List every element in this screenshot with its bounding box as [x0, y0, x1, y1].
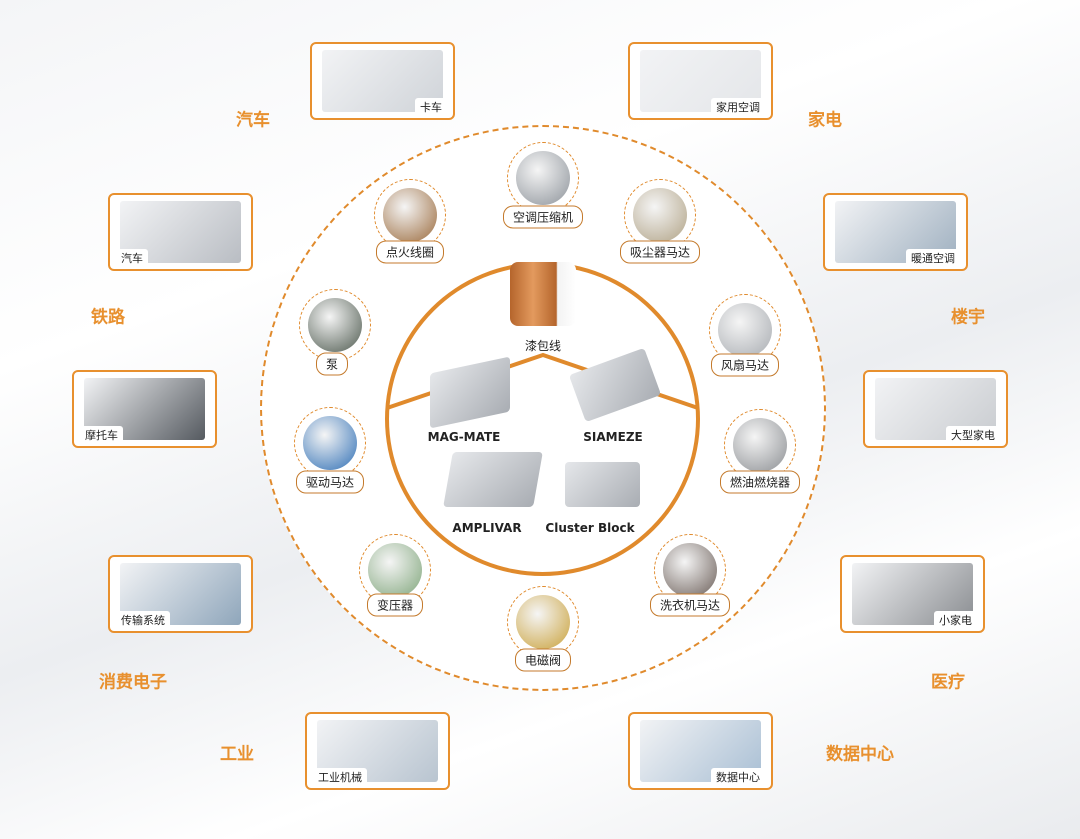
application-image	[383, 188, 437, 242]
application-image	[516, 595, 570, 649]
enamel-wire-spool-image	[510, 262, 576, 326]
card-label: 摩托车	[80, 426, 123, 444]
application-node	[374, 179, 446, 251]
card-label: 小家电	[934, 611, 977, 629]
card-label: 工业机械	[313, 768, 367, 786]
application-card: 工业机械	[305, 712, 450, 790]
category-label: 家电	[808, 110, 842, 131]
application-card: 传输系统	[108, 555, 253, 633]
product-label: Cluster Block	[545, 521, 635, 535]
application-label: 电磁阀	[514, 648, 572, 672]
category-label: 消费电子	[99, 672, 167, 693]
category-label: 汽车	[236, 110, 270, 131]
product-label: AMPLIVAR	[452, 521, 522, 535]
application-node	[624, 179, 696, 251]
category-label: 楼宇	[951, 307, 985, 328]
application-label: 洗衣机马达	[649, 593, 731, 617]
category-label: 工业	[220, 744, 254, 765]
application-image	[733, 418, 787, 472]
application-node	[299, 289, 371, 361]
application-label: 泵	[315, 352, 349, 376]
application-label: 变压器	[366, 593, 424, 617]
application-image	[308, 298, 362, 352]
product-label: SIAMEZE	[583, 430, 643, 444]
card-label: 数据中心	[711, 768, 765, 786]
application-node	[507, 586, 579, 658]
card-label: 大型家电	[946, 426, 1000, 444]
application-image	[303, 416, 357, 470]
card-label: 暖通空调	[906, 249, 960, 267]
application-node	[724, 409, 796, 481]
product-label: MAG-MATE	[427, 430, 501, 444]
application-node	[507, 142, 579, 214]
application-card: 汽车	[108, 193, 253, 271]
application-card: 小家电	[840, 555, 985, 633]
category-label: 数据中心	[826, 744, 894, 765]
application-card: 数据中心	[628, 712, 773, 790]
application-label: 空调压缩机	[502, 205, 584, 229]
application-image	[633, 188, 687, 242]
enamel-wire-label: 漆包线	[524, 339, 562, 353]
application-image	[368, 543, 422, 597]
application-card: 卡车	[310, 42, 455, 120]
application-card: 暖通空调	[823, 193, 968, 271]
application-label: 风扇马达	[710, 353, 780, 377]
application-image	[663, 543, 717, 597]
application-image	[516, 151, 570, 205]
application-card: 摩托车	[72, 370, 217, 448]
application-label: 驱动马达	[295, 470, 365, 494]
application-image	[718, 303, 772, 357]
application-node	[294, 407, 366, 479]
application-label: 点火线圈	[375, 240, 445, 264]
application-label: 吸尘器马达	[619, 240, 701, 264]
card-label: 家用空调	[711, 98, 765, 116]
card-label: 汽车	[116, 249, 148, 267]
application-card: 家用空调	[628, 42, 773, 120]
card-label: 卡车	[415, 98, 447, 116]
category-label: 医疗	[931, 672, 965, 693]
card-label: 传输系统	[116, 611, 170, 629]
cluster-block-image	[565, 462, 640, 507]
application-label: 燃油燃烧器	[719, 470, 801, 494]
category-label: 铁路	[91, 307, 125, 328]
amplivar-image	[443, 452, 543, 507]
application-card: 大型家电	[863, 370, 1008, 448]
